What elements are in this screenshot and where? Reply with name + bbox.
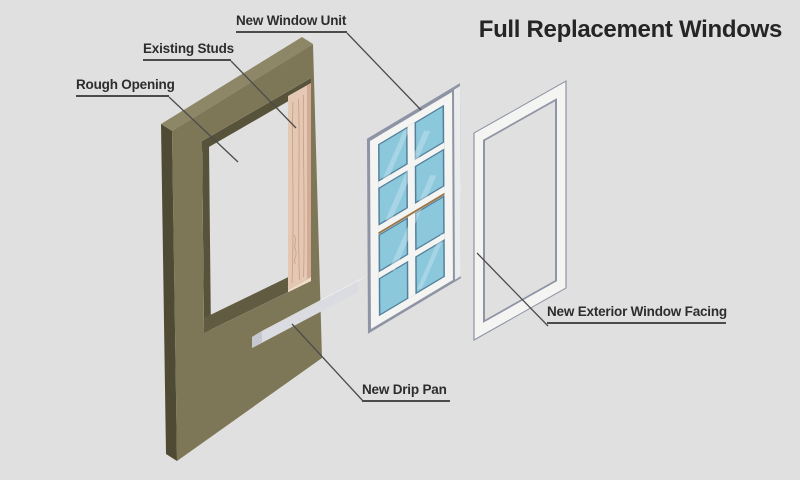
stud-shade-edge — [307, 83, 311, 280]
muntin-horizontal — [378, 142, 445, 188]
wall-front-face — [172, 44, 322, 461]
drip-pan-end — [252, 331, 262, 348]
glass-streak — [382, 125, 412, 181]
leader-existing-studs — [230, 60, 297, 129]
meeting-rail-trim — [378, 192, 445, 235]
window-unit — [366, 83, 461, 334]
existing-stud — [288, 83, 311, 297]
wall-side-face — [161, 124, 177, 461]
exterior-facing — [473, 80, 567, 341]
leader-new-drip-pan — [291, 323, 364, 402]
diagram-title: Full Replacement Windows — [478, 16, 783, 43]
leader-rough-opening — [168, 96, 239, 163]
window-muntins — [378, 122, 445, 299]
drip-pan-top — [252, 275, 368, 337]
label-new-drip-pan: New Drip Pan — [362, 383, 450, 402]
opening-left-reveal — [202, 141, 211, 333]
drip-pan-front — [252, 281, 358, 348]
label-rough-opening: Rough Opening — [76, 78, 175, 97]
glass-pane — [416, 197, 444, 249]
wall-top-face — [161, 37, 313, 131]
drip-pan — [252, 275, 368, 348]
facing-inner-opening — [483, 98, 557, 323]
muntin-horizontal — [378, 232, 445, 279]
stud-face — [288, 83, 311, 290]
glass-pane — [380, 263, 407, 314]
glass-pane — [416, 150, 443, 202]
window-side-face — [453, 86, 461, 280]
stud-wood-grain — [291, 94, 305, 284]
label-existing-studs: Existing Studs — [143, 42, 234, 61]
leader-new-exterior-facing — [476, 252, 549, 327]
leader-lines — [168, 32, 549, 402]
opening-sill-reveal — [204, 266, 311, 333]
opening-header-reveal — [202, 78, 311, 151]
label-new-exterior-window-facing: New Exterior Window Facing — [547, 305, 727, 324]
glass-pane — [379, 172, 407, 224]
label-new-window-unit: New Window Unit — [236, 14, 347, 33]
wall-panel — [161, 37, 322, 461]
leader-new-window-unit — [346, 32, 422, 111]
glass-streak — [416, 234, 445, 290]
